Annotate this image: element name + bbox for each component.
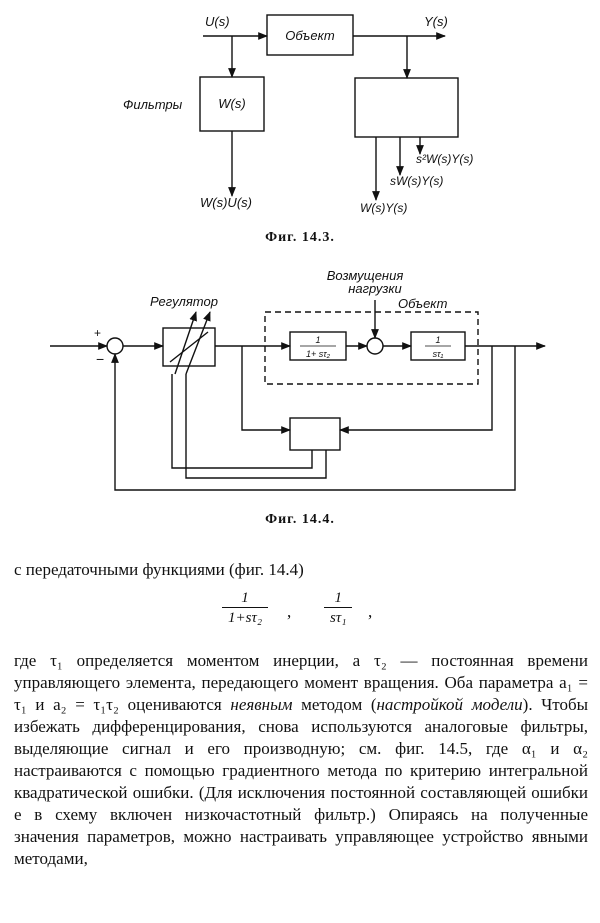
block1-denominator: 1+ sτ₂ — [306, 349, 331, 359]
filter-bank-block — [354, 77, 459, 138]
output-swy-label: sW(s)Y(s) — [390, 174, 443, 188]
transfer-functions-formula: 1 1+sτ₂ , 1 sτ₁ , — [0, 590, 600, 650]
minus-sign: − — [96, 351, 104, 367]
object-block-label: Объект — [285, 28, 335, 43]
object-label: Объект — [398, 296, 448, 311]
body-paragraph: где τ₁ определяется моментом инерции, а … — [14, 650, 588, 870]
output-s2wy-label: s²W(s)Y(s) — [416, 152, 473, 166]
output-wu-label: W(s)U(s) — [200, 195, 252, 210]
block1-numerator: 1 — [315, 335, 320, 345]
fraction-1-denominator: 1+sτ₂ — [222, 607, 269, 627]
fraction-2: 1 sτ₁ — [324, 590, 353, 627]
para-text-2: методом ( — [301, 695, 377, 714]
figure-14-4: + − Возмущения нагрузки Регулятор Объект… — [50, 268, 546, 491]
summing-junction-2 — [366, 337, 384, 355]
figure-14-3: U(s) Y(s) Объект Фильтры W(s) W(s)U(s) s… — [123, 14, 473, 215]
para-text-3: ). Чтобы избежать дифференцирования, сно… — [14, 695, 589, 868]
fraction-1: 1 1+sτ₂ — [222, 590, 269, 627]
disturbance-label-2: нагрузки — [348, 281, 402, 296]
output-wy-label: W(s)Y(s) — [360, 201, 407, 215]
fraction-1-separator: , — [287, 602, 292, 621]
block2-numerator: 1 — [435, 335, 440, 345]
figure-14-3-caption: Фиг. 14.3. — [265, 230, 335, 245]
intro-text: с передаточными функциями (фиг. 14.4) — [14, 560, 304, 579]
regulator-label: Регулятор — [150, 294, 218, 309]
para-emphasis-model-tuning: настройкой модели — [376, 695, 523, 714]
plus-sign: + — [94, 326, 101, 340]
disturbance-label-1: Возмущения — [327, 268, 404, 283]
filter-block-label: W(s) — [218, 96, 245, 111]
output-label: Y(s) — [424, 14, 448, 29]
para-emphasis-implicit: неявным — [230, 695, 293, 714]
object-block — [266, 14, 354, 56]
filters-label: Фильтры — [123, 97, 183, 112]
estimator-block — [289, 417, 341, 451]
fraction-2-numerator: 1 — [334, 590, 342, 606]
fraction-2-denominator: sτ₁ — [324, 607, 353, 627]
fraction-1-numerator: 1 — [241, 590, 249, 606]
fraction-2-separator: , — [368, 602, 373, 621]
para-text-1: где τ₁ определяется моментом инерции, а … — [14, 651, 588, 714]
summing-junction-1 — [106, 337, 124, 355]
block2-denominator: sτ₁ — [433, 349, 444, 359]
input-label: U(s) — [205, 14, 230, 29]
object-frame — [264, 311, 479, 385]
figure-14-4-caption: Фиг. 14.4. — [265, 512, 335, 527]
